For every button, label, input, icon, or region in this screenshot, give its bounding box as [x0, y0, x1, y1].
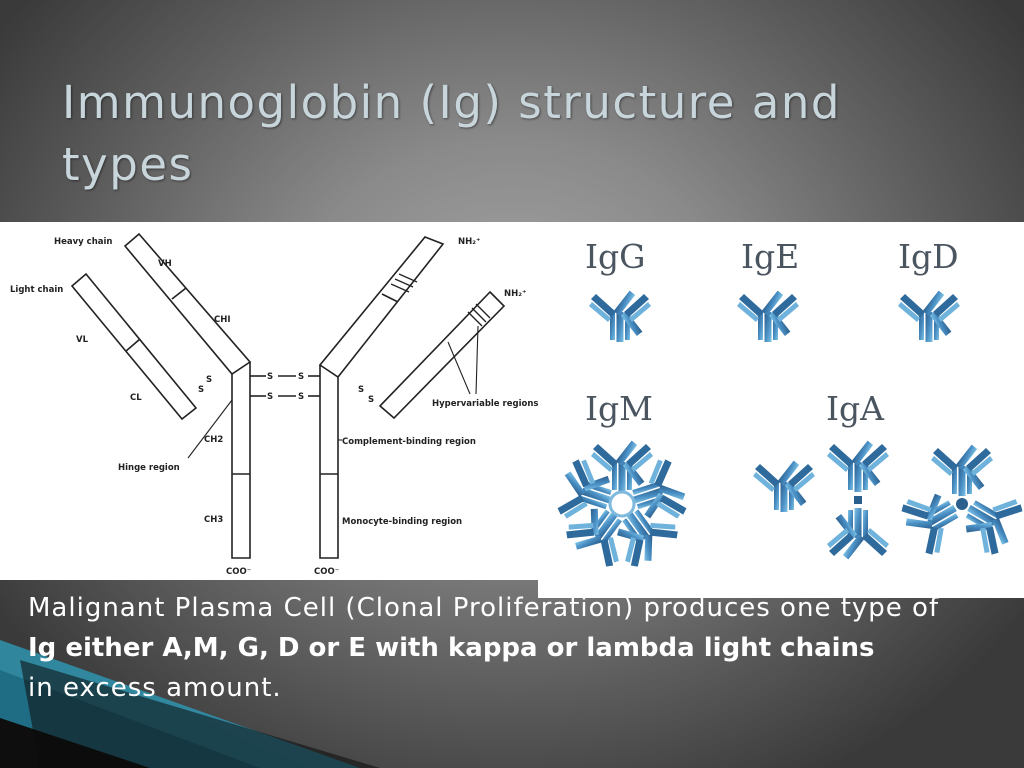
ig-types-svg: IgG IgE IgD IgM IgA: [552, 237, 1024, 574]
label-s-5: S: [198, 385, 204, 395]
body-text: Malignant Plasma Cell (Clonal Proliferat…: [28, 588, 1008, 708]
label-s-3: S: [267, 392, 273, 402]
body-line-3: in excess amount.: [28, 673, 282, 703]
label-ch1: CHI: [214, 315, 231, 325]
ige-antibody: [737, 290, 799, 342]
left-light-chain: [70, 272, 198, 421]
right-heavy-trunk: [319, 365, 339, 559]
igm-pentamer: [552, 440, 692, 574]
label-igd: IgD: [898, 237, 959, 276]
label-igg: IgG: [585, 237, 646, 276]
label-nh2-right: NH₂⁺: [504, 289, 526, 299]
label-ch2: CH2: [204, 435, 223, 445]
label-iga: IgA: [826, 389, 885, 428]
label-vl: VL: [76, 335, 89, 345]
igg-antibody: [589, 290, 651, 342]
slide-title: Immunoglobin (Ig) structure and types: [62, 76, 841, 191]
label-cl: CL: [130, 393, 142, 403]
igd-antibody: [898, 290, 960, 342]
iga-trimer: [895, 444, 1024, 561]
label-complement-binding: Complement-binding region: [342, 437, 476, 447]
body-line-1: Malignant Plasma Cell (Clonal Proliferat…: [28, 593, 940, 623]
antibody-structure-diagram: Heavy chain Light chain VH VL CHI CL CH2…: [0, 222, 538, 580]
label-s-4: S: [298, 392, 304, 402]
label-hypervariable-regions: Hypervariable regions: [432, 399, 538, 409]
label-s-7: S: [358, 385, 364, 395]
right-light-chain: [378, 290, 506, 420]
label-hypervariable-text: Hypervariable regions: [432, 399, 538, 409]
label-nh2-top: NH₂⁺: [458, 237, 480, 247]
decorative-bands: [0, 640, 380, 768]
label-s-2: S: [298, 372, 304, 382]
label-ige: IgE: [741, 237, 799, 276]
label-heavy-chain: Heavy chain: [54, 237, 112, 247]
label-monocyte-binding: Monocyte-binding region: [342, 517, 462, 527]
right-heavy-arm: [318, 236, 445, 379]
label-coo-right: COO⁻: [314, 567, 339, 577]
iga-dimer: [827, 440, 889, 560]
label-ch3: CH3: [204, 515, 223, 525]
label-igm: IgM: [585, 389, 653, 428]
iga-monomer: [753, 460, 815, 512]
label-s-8: S: [368, 395, 374, 405]
label-s-6: S: [206, 375, 212, 385]
left-heavy-arm: [123, 232, 252, 376]
body-line-2: Ig either A,M, G, D or E with kappa or l…: [28, 633, 875, 663]
label-s-1: S: [267, 372, 273, 382]
label-vh: VH: [158, 259, 172, 269]
label-hinge-region: Hinge region: [118, 463, 180, 473]
left-heavy-trunk: [231, 362, 251, 559]
structure-svg: Heavy chain Light chain VH VL CHI CL CH2…: [10, 232, 538, 577]
hinge-pointer: [187, 399, 233, 459]
label-light-chain: Light chain: [10, 285, 63, 295]
hypervariable-bands: [390, 273, 491, 327]
ig-types-panel: IgG IgE IgD IgM IgA: [538, 222, 1024, 598]
label-coo-left: COO⁻: [226, 567, 251, 577]
